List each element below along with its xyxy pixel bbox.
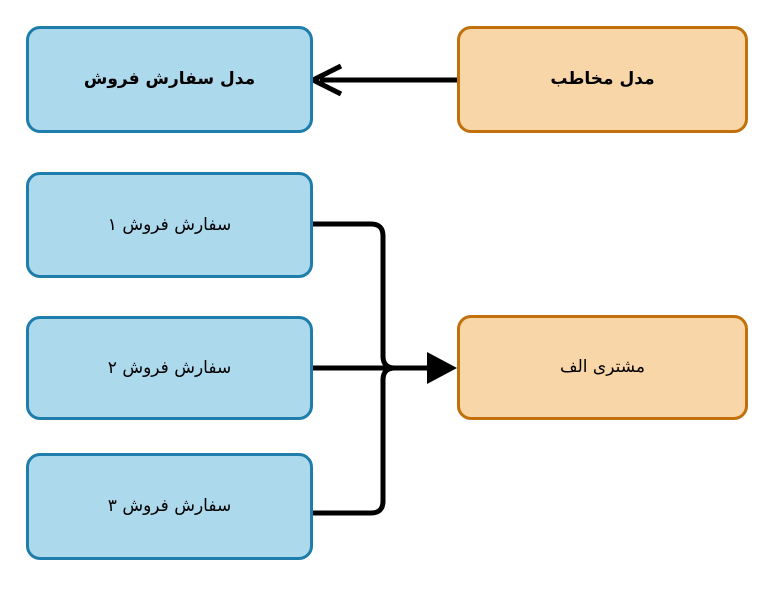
node-sales-order-1[interactable]: سفارش فروش ۱ — [26, 172, 313, 278]
node-label: سفارش فروش ۱ — [107, 214, 232, 235]
edge-sales-order-1-to-customer-a — [313, 221, 437, 371]
edge-contact-model-to-sales-order-model — [307, 63, 457, 97]
node-label: مشتری الف — [560, 357, 645, 378]
node-label: مدل سفارش فروش — [83, 69, 256, 90]
node-contact-model[interactable]: مدل مخاطب — [457, 26, 748, 133]
node-sales-order-model[interactable]: مدل سفارش فروش — [26, 26, 313, 133]
node-label: مدل مخاطب — [550, 69, 655, 90]
node-label: سفارش فروش ۲ — [107, 357, 232, 378]
edge-sales-order-3-to-customer-a — [313, 365, 437, 516]
filled-arrowhead-icon — [427, 352, 457, 384]
node-label: سفارش فروش ۳ — [107, 496, 232, 517]
edge-line — [313, 365, 437, 516]
edge-line — [313, 221, 437, 371]
node-customer-a[interactable]: مشتری الف — [457, 315, 748, 420]
open-arrowhead-icon — [307, 63, 343, 97]
node-sales-order-2[interactable]: سفارش فروش ۲ — [26, 316, 313, 420]
node-sales-order-3[interactable]: سفارش فروش ۳ — [26, 453, 313, 560]
